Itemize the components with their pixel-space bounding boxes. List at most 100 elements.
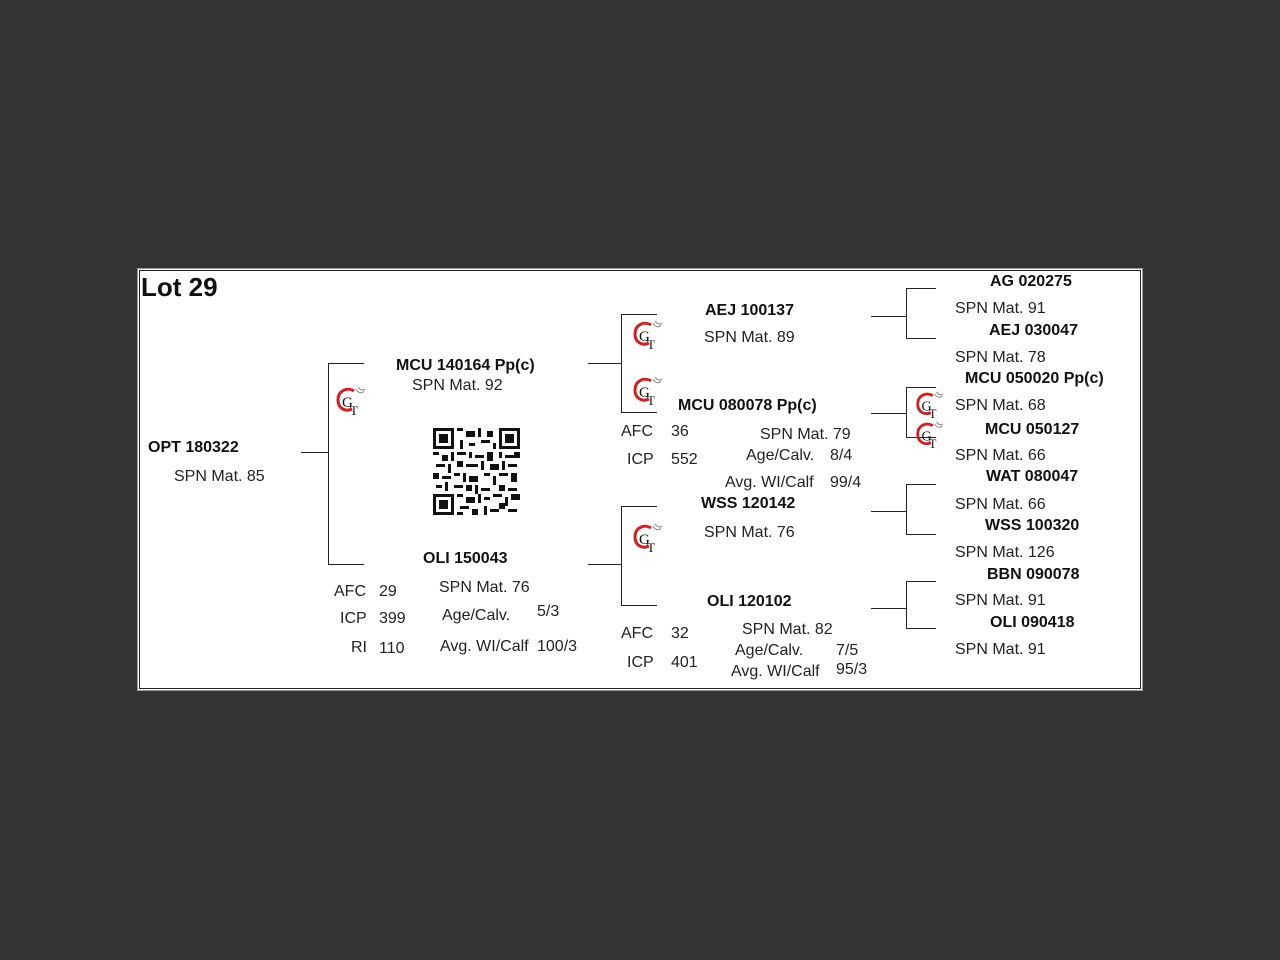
connector-line bbox=[871, 316, 907, 317]
connector-line bbox=[328, 363, 364, 364]
gt-logo-icon: G T bbox=[916, 421, 944, 451]
sire-sire-dam-spn: SPN Mat. 78 bbox=[955, 349, 1046, 366]
lot-title: Lot 29 bbox=[141, 272, 218, 302]
dam-agecalv-label: Age/Calv. bbox=[442, 607, 511, 624]
sire-dam-agecalv-label: Age/Calv. bbox=[746, 447, 815, 464]
connector-line bbox=[906, 288, 907, 339]
dam-afc-value: 29 bbox=[379, 583, 397, 600]
connector-line bbox=[906, 437, 936, 438]
connector-line bbox=[328, 564, 364, 565]
connector-line bbox=[621, 506, 622, 606]
sire-dam-icp-label: ICP bbox=[627, 451, 654, 468]
sire-spn: SPN Mat. 92 bbox=[412, 377, 503, 394]
connector-line bbox=[621, 314, 657, 315]
sire-dam-sire-spn: SPN Mat. 68 bbox=[955, 397, 1046, 414]
sire-sire-id: AEJ 100137 bbox=[705, 302, 794, 319]
sire-sire-sire-spn: SPN Mat. 91 bbox=[955, 300, 1046, 317]
dam-avgwi-label: Avg. WI/Calf bbox=[440, 638, 529, 655]
gt-logo-icon: G T bbox=[633, 376, 663, 408]
connector-line bbox=[871, 608, 907, 609]
dam-spn: SPN Mat. 76 bbox=[439, 579, 530, 596]
dam-dam-agecalv-label: Age/Calv. bbox=[735, 642, 804, 659]
sire-dam-spn: SPN Mat. 79 bbox=[760, 426, 851, 443]
gt-logo-icon: G T bbox=[336, 386, 366, 418]
dam-avgwi-value: 100/3 bbox=[537, 638, 578, 655]
connector-line bbox=[906, 338, 936, 339]
sire-sire-spn: SPN Mat. 89 bbox=[704, 329, 795, 346]
dam-agecalv-value: 5/3 bbox=[537, 603, 560, 620]
sire-dam-sire-id: MCU 050020 Pp(c) bbox=[965, 370, 1104, 387]
dam-dam-icp-value: 401 bbox=[671, 654, 698, 671]
qr-code-icon bbox=[433, 428, 520, 515]
connector-line bbox=[621, 412, 657, 413]
connector-line bbox=[588, 564, 622, 565]
sire-dam-agecalv-value: 8/4 bbox=[830, 447, 853, 464]
dam-sire-dam-spn: SPN Mat. 126 bbox=[955, 544, 1055, 561]
dam-ri-value: 110 bbox=[379, 640, 405, 657]
connector-line bbox=[328, 363, 329, 565]
dam-dam-afc-label: AFC bbox=[621, 625, 653, 642]
svg-text:G: G bbox=[922, 429, 932, 445]
dam-sire-sire-spn: SPN Mat. 66 bbox=[955, 496, 1046, 513]
connector-line bbox=[906, 288, 936, 289]
pedigree-card: Lot 29 OPT 180322 SPN Mat. 85 G T MCU 14… bbox=[137, 268, 1143, 691]
svg-text:T: T bbox=[350, 403, 358, 418]
dam-icp-value: 399 bbox=[379, 610, 406, 627]
dam-dam-sire-spn: SPN Mat. 91 bbox=[955, 592, 1046, 609]
connector-line bbox=[906, 484, 907, 535]
connector-line bbox=[906, 387, 936, 388]
sire-dam-icp-value: 552 bbox=[671, 451, 698, 468]
dam-sire-spn: SPN Mat. 76 bbox=[704, 524, 795, 541]
connector-line bbox=[906, 534, 936, 535]
sire-id: MCU 140164 Pp(c) bbox=[396, 357, 535, 374]
connector-line bbox=[906, 581, 907, 629]
connector-line bbox=[906, 628, 936, 629]
sire-dam-afc-value: 36 bbox=[671, 423, 689, 440]
svg-text:T: T bbox=[929, 437, 937, 451]
dam-icp-label: ICP bbox=[340, 610, 367, 627]
connector-line bbox=[588, 363, 622, 364]
svg-text:G: G bbox=[639, 329, 650, 345]
dam-dam-id: OLI 120102 bbox=[707, 593, 792, 610]
svg-text:G: G bbox=[639, 385, 650, 401]
sire-sire-sire-id: AG 020275 bbox=[990, 273, 1072, 290]
dam-sire-dam-id: WSS 100320 bbox=[985, 517, 1080, 534]
svg-text:T: T bbox=[647, 337, 655, 352]
connector-line bbox=[906, 581, 936, 582]
sire-dam-dam-id: MCU 050127 bbox=[985, 421, 1080, 438]
svg-text:T: T bbox=[647, 540, 655, 555]
sire-dam-avgwi-label: Avg. WI/Calf bbox=[725, 474, 814, 491]
sire-dam-afc-label: AFC bbox=[621, 423, 653, 440]
svg-text:T: T bbox=[929, 407, 937, 421]
connector-line bbox=[906, 387, 907, 438]
connector-line bbox=[621, 506, 657, 507]
dam-dam-dam-id: OLI 090418 bbox=[990, 614, 1075, 631]
connector-line bbox=[621, 605, 657, 606]
dam-dam-avgwi-value: 95/3 bbox=[836, 661, 868, 678]
sire-dam-avgwi-value: 99/4 bbox=[830, 474, 862, 491]
svg-text:G: G bbox=[342, 395, 353, 411]
dam-dam-afc-value: 32 bbox=[671, 625, 689, 642]
dam-dam-avgwi-label: Avg. WI/Calf bbox=[731, 663, 820, 680]
sire-dam-id: MCU 080078 Pp(c) bbox=[678, 397, 817, 414]
gt-logo-icon: G T bbox=[633, 320, 663, 352]
subject-id: OPT 180322 bbox=[148, 439, 239, 456]
subject-spn: SPN Mat. 85 bbox=[174, 468, 265, 485]
dam-dam-agecalv-value: 7/5 bbox=[836, 642, 859, 659]
dam-dam-dam-spn: SPN Mat. 91 bbox=[955, 641, 1046, 658]
dam-dam-sire-id: BBN 090078 bbox=[987, 566, 1080, 583]
svg-text:G: G bbox=[922, 399, 932, 415]
connector-line bbox=[906, 484, 936, 485]
dam-ri-label: RI bbox=[351, 639, 367, 656]
connector-line bbox=[621, 314, 622, 413]
dam-dam-icp-label: ICP bbox=[627, 654, 654, 671]
connector-line bbox=[871, 413, 907, 414]
dam-sire-id: WSS 120142 bbox=[701, 495, 796, 512]
gt-logo-icon: G T bbox=[633, 523, 663, 555]
svg-text:G: G bbox=[639, 532, 650, 548]
connector-line bbox=[301, 452, 329, 453]
sire-dam-dam-spn: SPN Mat. 66 bbox=[955, 447, 1046, 464]
gt-logo-icon: G T bbox=[916, 391, 944, 421]
dam-sire-sire-id: WAT 080047 bbox=[986, 468, 1079, 485]
dam-afc-label: AFC bbox=[334, 583, 366, 600]
